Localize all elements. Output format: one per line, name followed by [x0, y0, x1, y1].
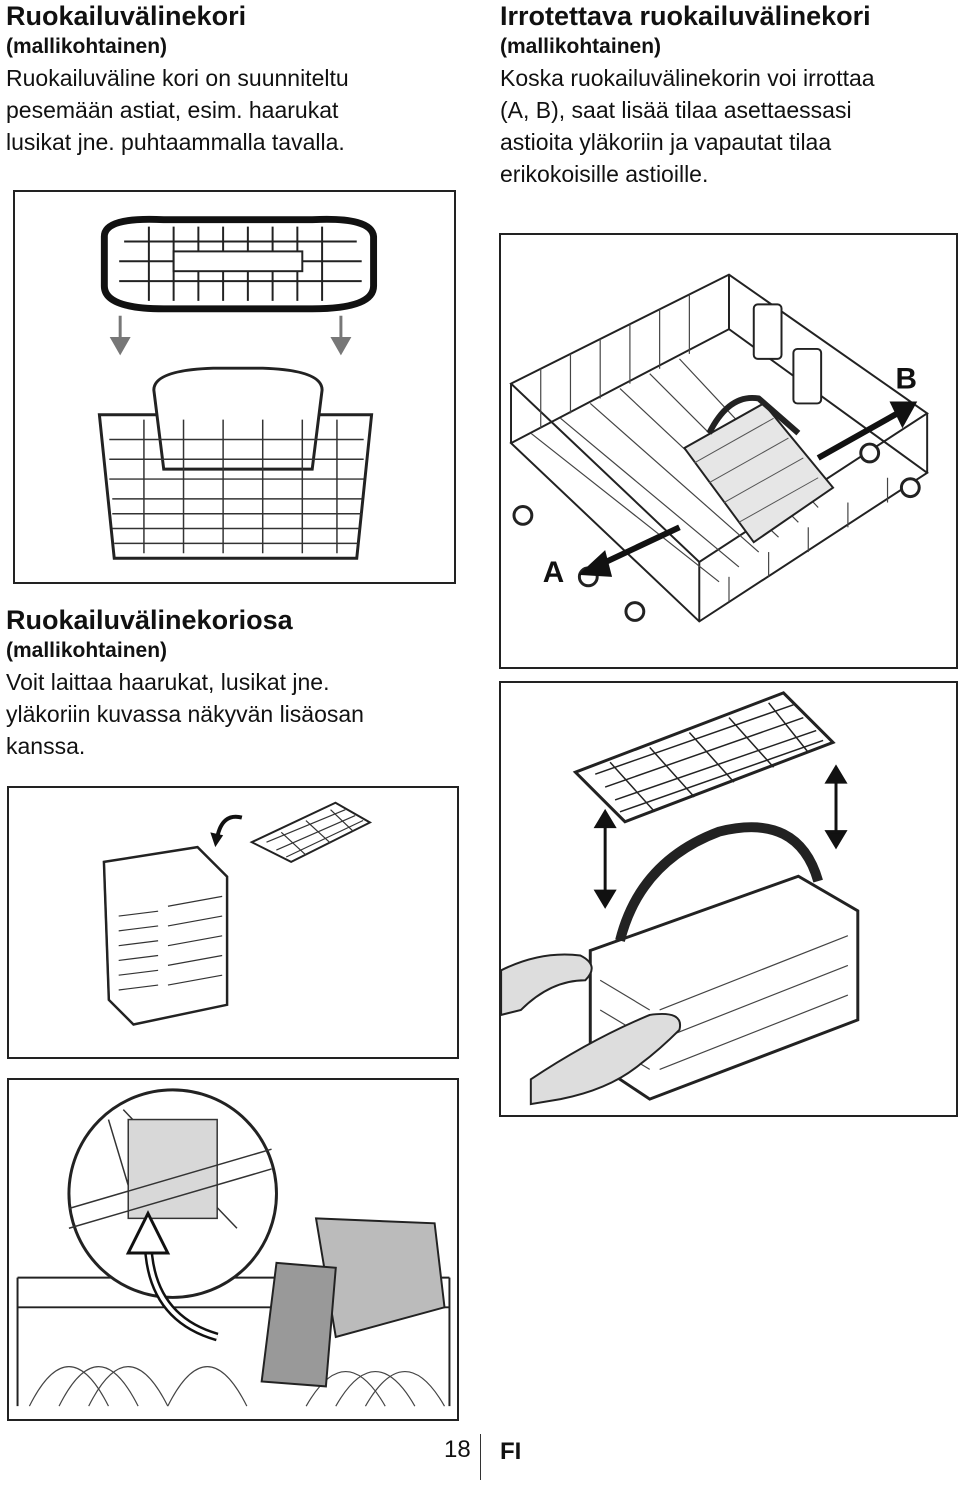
basket-hands-illustration	[501, 691, 860, 1106]
basket-handling-figure	[499, 681, 958, 1117]
cutlery-section-line: kanssa.	[6, 733, 86, 759]
cutlery-basket-figure	[13, 190, 456, 584]
cutlery-section-title: Ruokailuvälinekoriosa	[6, 605, 293, 635]
removable-basket-title: Irrotettava ruokailuvälinekori	[500, 1, 871, 31]
cutlery-basket-subtitle: (mallikohtainen)	[6, 35, 168, 58]
rack-detail-figure	[7, 1078, 459, 1421]
label-a: A	[543, 556, 564, 589]
cutlery-section-line: yläkoriin kuvassa näkyvän lisäosan	[6, 701, 364, 727]
removable-basket-line: Koska ruokailuvälinekorin voi irrottaa	[500, 65, 875, 91]
cutlery-section-figure	[7, 786, 459, 1059]
cutlery-basket-line: pesemään astiat, esim. haarukat	[6, 97, 339, 123]
cutlery-section-text: Ruokailuvälinekoriosa (mallikohtainen) V…	[6, 604, 466, 762]
cutlery-section-subtitle: (mallikohtainen)	[6, 639, 168, 662]
cutlery-section-line: Voit laittaa haarukat, lusikat jne.	[6, 669, 330, 695]
removable-basket-rack-figure: A B	[499, 233, 958, 669]
label-b: B	[895, 363, 916, 396]
cutlery-basket-illustration	[97, 215, 378, 560]
cutlery-basket-title: Ruokailuvälinekori	[6, 1, 247, 31]
cutlery-basket-line: lusikat jne. puhtaammalla tavalla.	[6, 129, 345, 155]
page-number: 18	[444, 1436, 471, 1463]
removable-basket-line: erikokoisille astioille.	[500, 161, 709, 187]
cutlery-basket-text: Ruokailuvälinekori (mallikohtainen) Ruok…	[6, 0, 446, 158]
removable-basket-subtitle: (mallikohtainen)	[500, 35, 662, 58]
cutlery-section-illustration	[102, 801, 373, 1026]
removable-basket-line: (A, B), saat lisää tilaa asettaessasi	[500, 97, 852, 123]
footer-divider	[480, 1434, 481, 1480]
removable-basket-line: astioita yläkoriin ja vapautat tilaa	[500, 129, 832, 155]
rack-magnified-illustration	[16, 1088, 451, 1407]
dish-rack-illustration: A B	[509, 273, 929, 623]
removable-basket-text: Irrotettava ruokailuvälinekori (mallikoh…	[500, 0, 960, 190]
cutlery-basket-line: Ruokailuväline kori on suunniteltu	[6, 65, 349, 91]
language-code: FI	[500, 1438, 522, 1465]
